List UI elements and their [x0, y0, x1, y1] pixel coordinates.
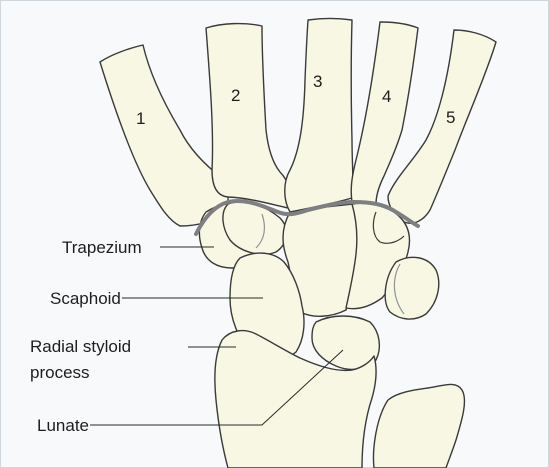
- metacarpal-number-5: 5: [446, 108, 455, 127]
- metacarpal-number-1: 1: [136, 109, 145, 128]
- ulna-bone: [374, 384, 465, 468]
- metacarpal-3: [285, 19, 353, 213]
- radial-styloid-label-line2: process: [30, 363, 90, 382]
- metacarpal-number-4: 4: [382, 87, 391, 106]
- trapezium-label: Trapezium: [62, 238, 142, 257]
- metacarpal-number-3: 3: [313, 72, 322, 91]
- triquetrum-bone: [385, 257, 439, 319]
- radial-styloid-label-line1: Radial styloid: [30, 337, 131, 356]
- metacarpal-number-2: 2: [231, 86, 240, 105]
- lunate-label: Lunate: [37, 416, 89, 435]
- metacarpal-2: [206, 24, 290, 208]
- scaphoid-label: Scaphoid: [50, 289, 121, 308]
